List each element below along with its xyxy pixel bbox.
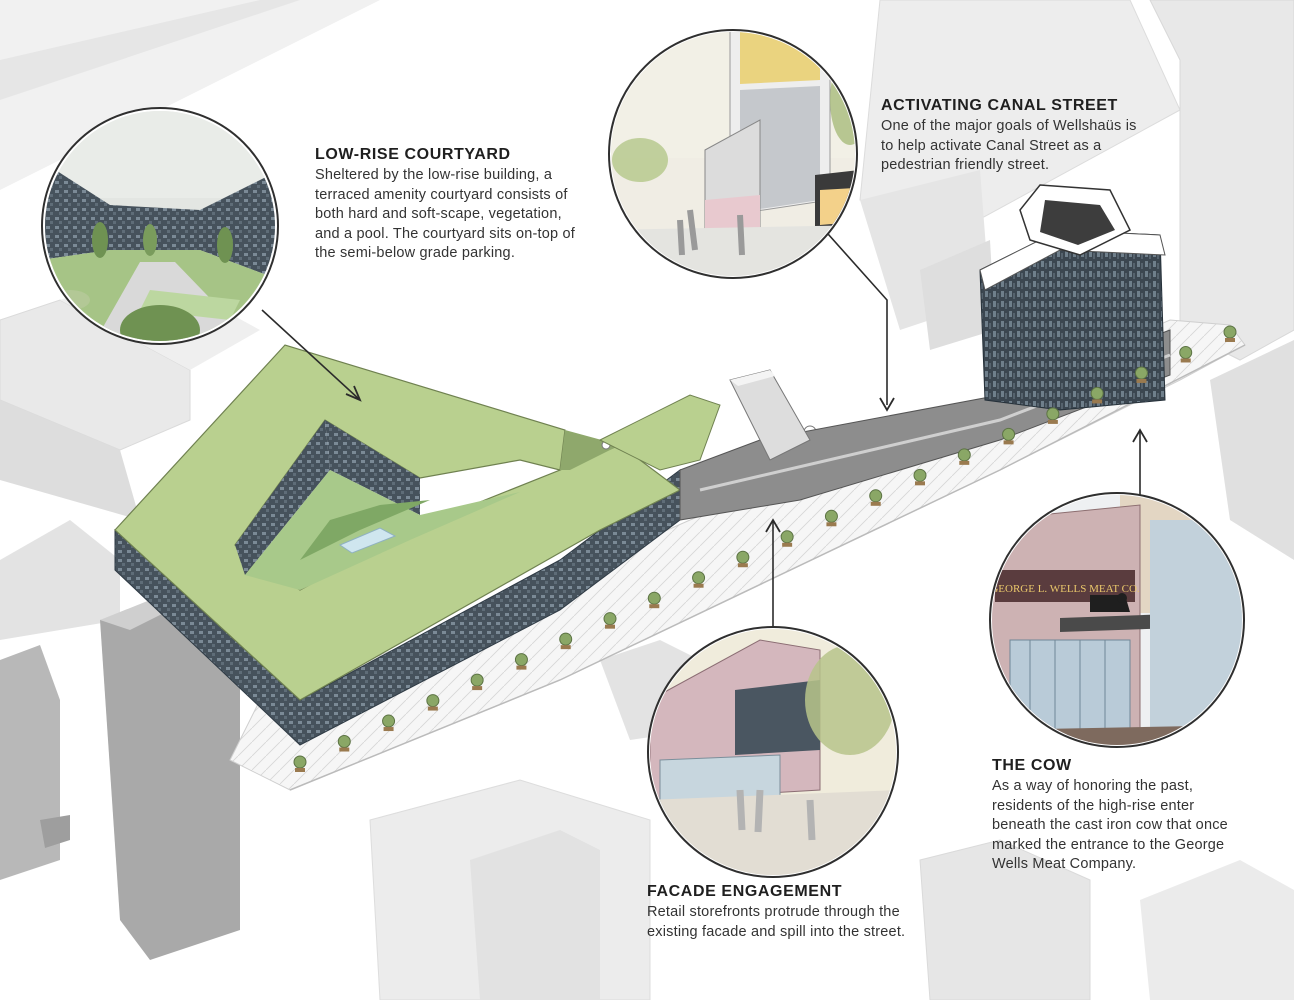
vignette-the-cow: GEORGE L. WELLS MEAT CO. (989, 492, 1245, 748)
callout-the-cow: THE COW As a way of honoring the past, r… (992, 757, 1252, 875)
callout-title: ACTIVATING CANAL STREET (881, 97, 1118, 114)
tree-planter (516, 665, 527, 670)
street-tree (382, 714, 396, 728)
tree-planter (959, 460, 970, 465)
arrow-cow (1132, 428, 1148, 443)
street-tree (647, 591, 661, 605)
street-tree (1179, 345, 1193, 359)
street-tree (824, 509, 838, 523)
callout-body: Retail storefronts protrude through the … (647, 904, 906, 940)
street-tree (337, 735, 351, 749)
street-tree (293, 755, 307, 769)
street-tree (426, 694, 440, 708)
leader-lines (261, 224, 1148, 628)
leader-low-rise (261, 309, 361, 401)
tree-planter (693, 583, 704, 588)
tree-planter (826, 522, 837, 527)
callout-facade-engagement: FACADE ENGAGEMENT Retail storefronts pro… (647, 883, 917, 942)
vignette-facade-engagement (647, 626, 899, 878)
street-tree (514, 653, 528, 667)
street-tree (1046, 407, 1060, 421)
tree-planter (560, 645, 571, 650)
street-tree (780, 530, 794, 544)
vignette-canal-street (608, 29, 858, 279)
street-tree (1090, 386, 1104, 400)
street-tree (869, 489, 883, 503)
tree-planter (383, 727, 394, 732)
street-trees (293, 325, 1237, 772)
callout-title: FACADE ENGAGEMENT (647, 883, 843, 900)
tree-planter (737, 563, 748, 568)
tree-planter (915, 481, 925, 486)
arrow-canal (879, 397, 895, 412)
leader-canal (819, 224, 888, 405)
tree-planter (1136, 378, 1147, 383)
street-tree (957, 448, 971, 462)
tree-planter (782, 542, 793, 547)
tree-planter (870, 501, 881, 506)
tree-planter (472, 686, 483, 691)
callout-title: THE COW (992, 757, 1072, 774)
tree-planter (1047, 419, 1058, 424)
street-tree (692, 571, 706, 585)
tree-planter (295, 768, 305, 772)
callout-low-rise-courtyard: LOW-RISE COURTYARD Sheltered by the low-… (315, 146, 580, 264)
high-rise-tower (979, 184, 1166, 411)
callout-body: Sheltered by the low-rise building, a te… (315, 167, 576, 262)
tree-planter (1225, 338, 1235, 342)
tree-planter (1003, 440, 1014, 445)
callout-activating-canal-street: ACTIVATING CANAL STREET One of the major… (881, 97, 1151, 176)
street-tree (736, 550, 750, 564)
tree-planter (339, 747, 350, 752)
callout-title: LOW-RISE COURTYARD (315, 146, 511, 163)
callout-body: One of the major goals of Wellshaüs is t… (881, 118, 1137, 174)
street-tree (559, 632, 573, 646)
callout-body: As a way of honoring the past, residents… (992, 778, 1228, 873)
street-tree (470, 673, 484, 687)
vignette-low-rise-courtyard (41, 107, 279, 345)
street-tree (1002, 427, 1016, 441)
tree-planter (427, 706, 438, 711)
arrow-facade (765, 518, 781, 533)
tree-planter (649, 604, 660, 609)
tree-planter (1180, 358, 1191, 363)
street-tree (603, 612, 617, 626)
meat-co-sign: GEORGE L. WELLS MEAT CO. (990, 583, 1140, 595)
street-tree (913, 468, 927, 482)
tree-planter (1092, 399, 1103, 404)
tree-planter (605, 624, 615, 629)
street-tree (1223, 325, 1237, 339)
arrow-low-rise (345, 385, 362, 402)
street-tree (1134, 366, 1148, 380)
